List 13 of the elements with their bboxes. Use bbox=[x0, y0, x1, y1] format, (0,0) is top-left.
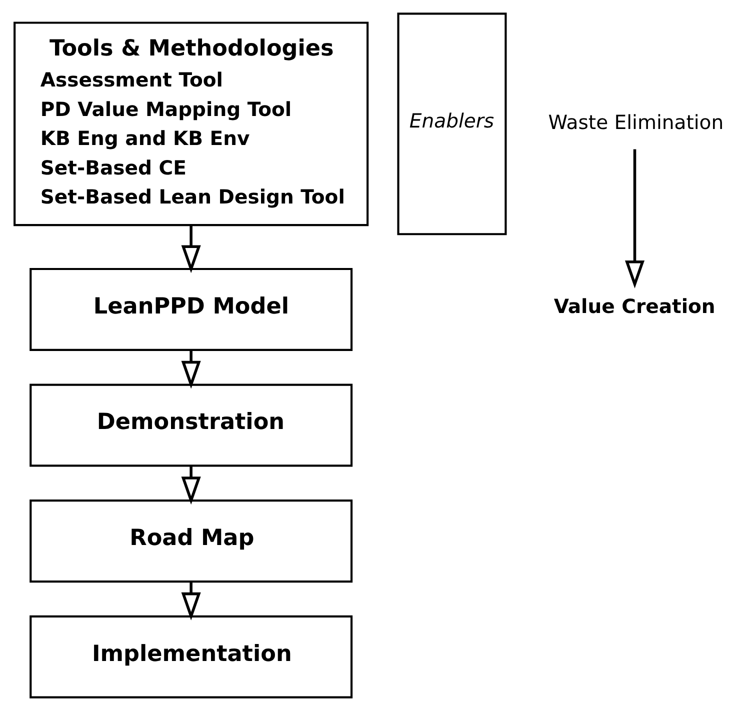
node-text: Waste Elimination bbox=[548, 111, 724, 134]
arrow bbox=[181, 466, 201, 505]
arrow bbox=[181, 350, 201, 389]
node-box: Implementation bbox=[30, 615, 353, 698]
node-box: Tools & Methodologies Assessment Tool PD Value Mapping Tool KB Eng and KB Env Set-Based CE Set-Based Lean Design Tool bbox=[14, 22, 369, 226]
node-text: Value Creation bbox=[554, 295, 716, 318]
arrow bbox=[624, 149, 645, 288]
arrow bbox=[181, 582, 201, 620]
node-box: Demonstration bbox=[30, 384, 353, 467]
node-box: LeanPPD Model bbox=[30, 268, 353, 351]
node-box: Road Map bbox=[30, 500, 353, 583]
node-box: Enablers bbox=[397, 12, 507, 236]
arrow bbox=[181, 225, 201, 274]
